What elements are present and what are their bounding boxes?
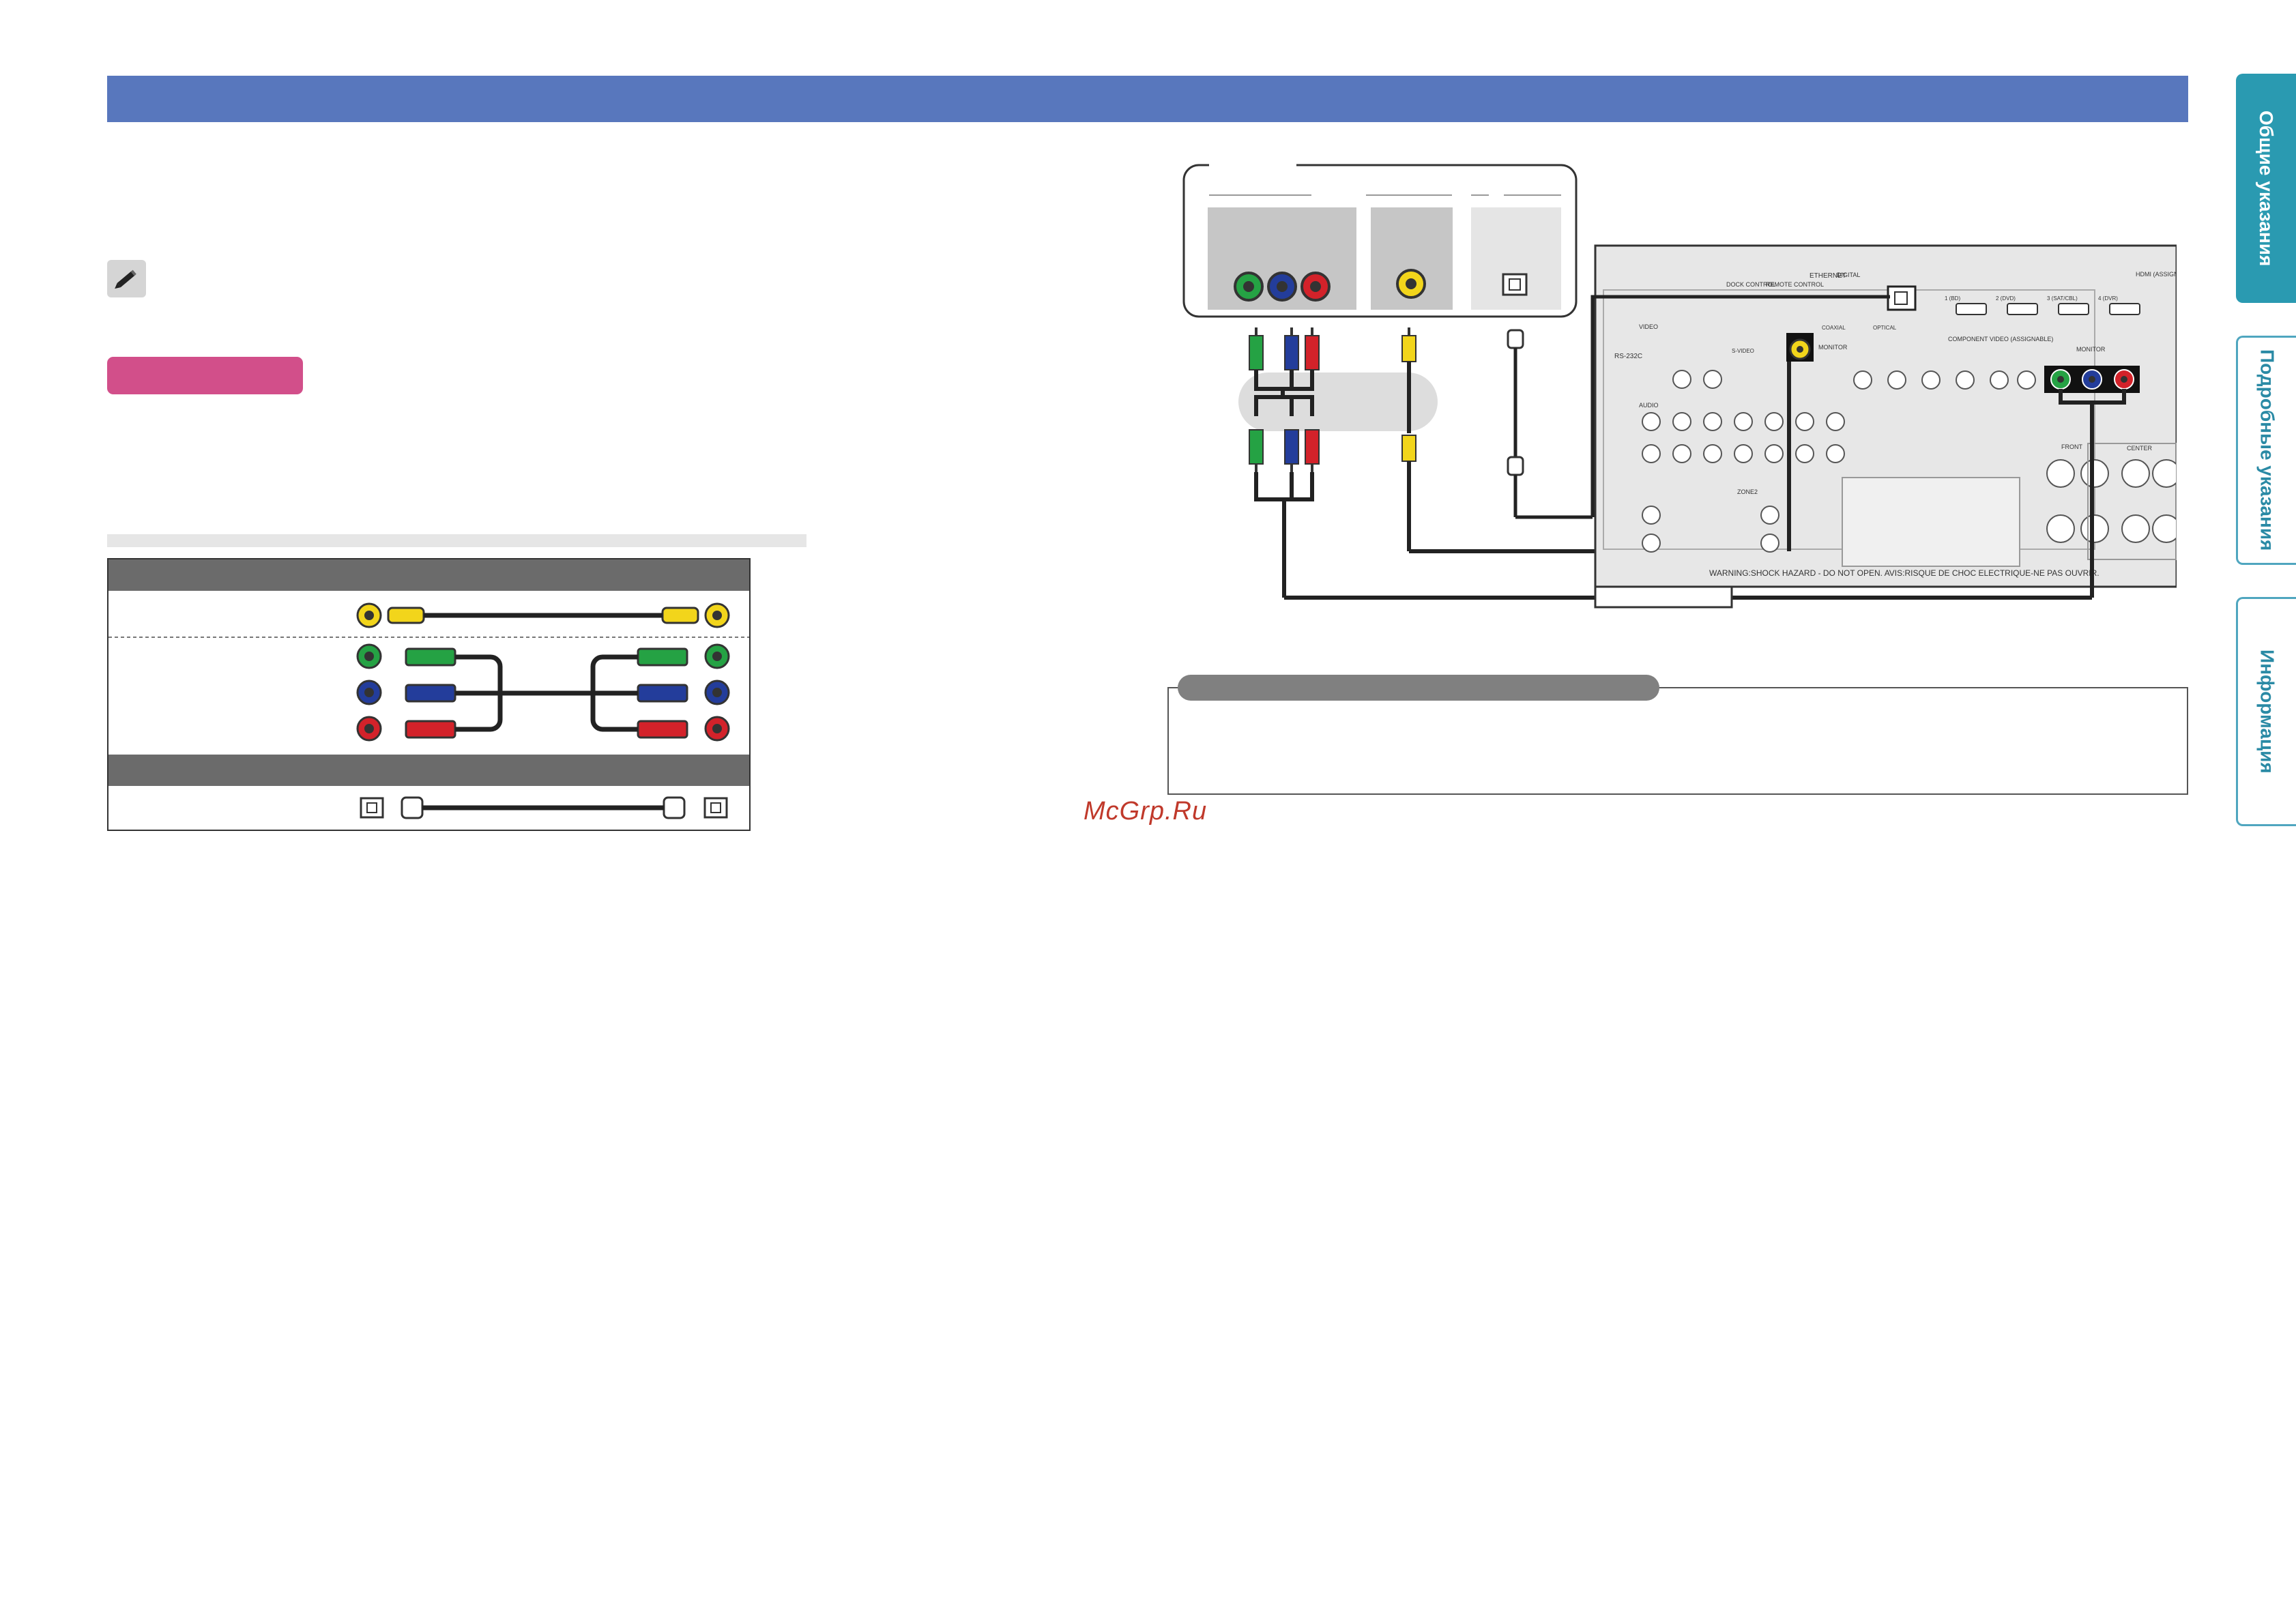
pink-label-badge: [107, 357, 303, 394]
tab-info-label: Информация: [2256, 649, 2278, 774]
svg-text:ZONE2: ZONE2: [1737, 488, 1758, 495]
composite-cable-icon: [356, 602, 730, 628]
table-header-video: [108, 559, 749, 591]
tab-general-label: Общие указания: [2256, 110, 2277, 267]
svg-text:MONITOR: MONITOR: [2076, 346, 2106, 353]
svg-text:1 (BD): 1 (BD): [1945, 295, 1960, 302]
svg-text:RS-232C: RS-232C: [1614, 353, 1642, 360]
tab-detailed[interactable]: Подробные указания: [2236, 336, 2296, 565]
connection-diagram: DOCK CONTROL REMOTE CONTROL ETHERNET DIG…: [1182, 164, 2177, 609]
cable-table: [107, 558, 751, 831]
cable-illustrations: [108, 602, 749, 819]
svg-text:2 (DVD): 2 (DVD): [1996, 295, 2016, 302]
svg-text:AUDIO: AUDIO: [1639, 402, 1659, 409]
svg-text:CENTER: CENTER: [2127, 445, 2153, 452]
svg-text:ETHERNET: ETHERNET: [1810, 272, 1846, 280]
table-title-rule: [107, 534, 806, 547]
svg-text:COAXIAL: COAXIAL: [1822, 325, 1846, 331]
pencil-note-icon: [107, 260, 146, 297]
svg-text:OPTICAL: OPTICAL: [1873, 325, 1897, 331]
svg-text:MONITOR: MONITOR: [1818, 344, 1848, 351]
optical-cable-icon: [360, 796, 728, 819]
section-header-bar: [107, 76, 2188, 122]
svg-text:FRONT: FRONT: [2061, 443, 2082, 450]
component-cable-icon: [356, 643, 730, 742]
info-box-title-pill: [1178, 675, 1659, 701]
tab-general[interactable]: Общие указания: [2236, 74, 2296, 303]
table-header-audio: [108, 755, 749, 786]
tab-detailed-label: Подробные указания: [2256, 349, 2278, 551]
svg-text:DOCK CONTROL: DOCK CONTROL: [1726, 281, 1776, 288]
svg-text:S-VIDEO: S-VIDEO: [1732, 348, 1754, 354]
svg-text:VIDEO: VIDEO: [1639, 323, 1658, 330]
tab-info[interactable]: Информация: [2236, 597, 2296, 826]
svg-text:WARNING:SHOCK HAZARD - DO NOT: WARNING:SHOCK HAZARD - DO NOT OPEN. AVIS…: [1709, 568, 2099, 578]
svg-text:HDMI (ASSIGNABLE): HDMI (ASSIGNABLE): [2136, 271, 2177, 278]
svg-text:4 (DVR): 4 (DVR): [2098, 295, 2118, 302]
info-box: [1167, 687, 2188, 795]
svg-text:COMPONENT VIDEO (ASSIGNABLE): COMPONENT VIDEO (ASSIGNABLE): [1948, 336, 2053, 342]
watermark: McGrp.Ru: [1084, 797, 1208, 826]
svg-text:3 (SAT/CBL): 3 (SAT/CBL): [2047, 295, 2078, 302]
svg-text:REMOTE CONTROL: REMOTE CONTROL: [1766, 281, 1824, 288]
svg-text:DIGITAL: DIGITAL: [1837, 272, 1860, 278]
